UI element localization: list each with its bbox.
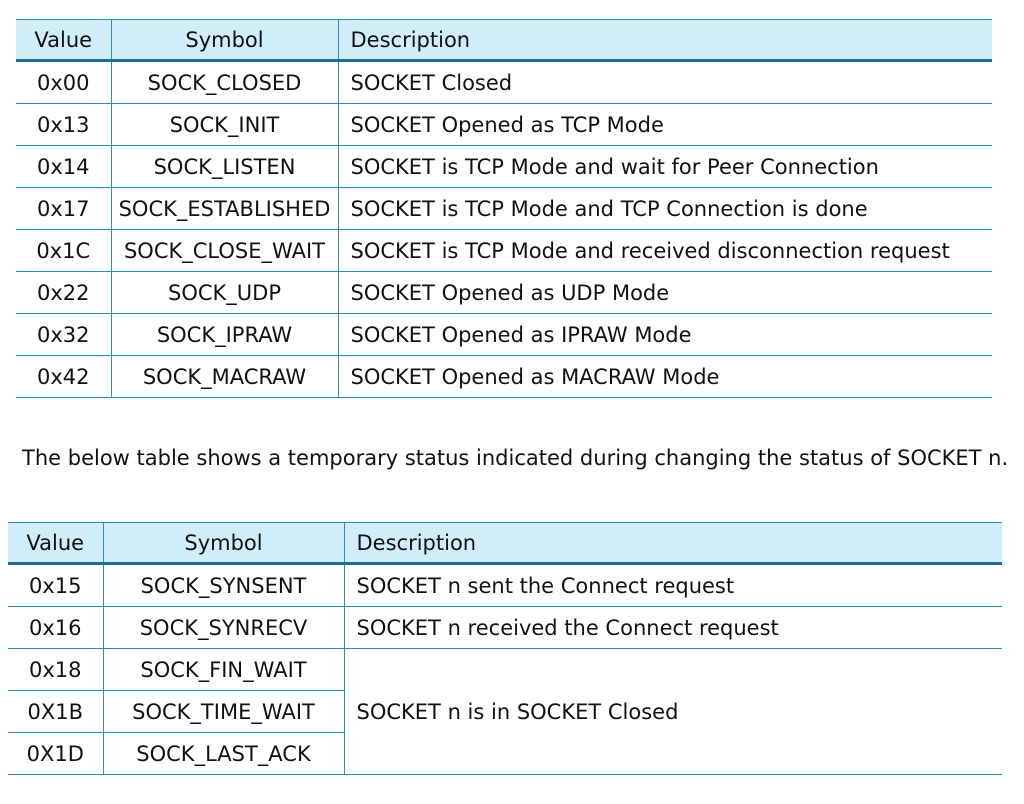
cell-symbol: SOCK_LAST_ACK <box>102 732 344 775</box>
cell-value: 0x15 <box>8 563 103 607</box>
cell-value: 0x16 <box>8 606 103 649</box>
cell-description: SOCKET is TCP Mode and wait for Peer Con… <box>337 145 992 188</box>
cell-symbol: SOCK_CLOSE_WAIT <box>110 229 338 272</box>
table-caption: The below table shows a temporary status… <box>22 446 1009 470</box>
header-value: Value <box>16 19 111 62</box>
cell-symbol: SOCK_LISTEN <box>110 145 338 188</box>
cell-symbol: SOCK_IPRAW <box>110 313 338 356</box>
table-header-row: Value Symbol Description <box>16 19 992 62</box>
table-row: 0x22 SOCK_UDP SOCKET Opened as UDP Mode <box>16 271 992 314</box>
socket-status-table: Value Symbol Description 0x00 SOCK_CLOSE… <box>16 19 992 398</box>
cell-symbol: SOCK_MACRAW <box>110 355 338 398</box>
cell-description: SOCKET n sent the Connect request <box>343 563 1002 607</box>
header-symbol: Symbol <box>102 522 344 565</box>
cell-symbol: SOCK_FIN_WAIT <box>102 648 344 691</box>
table-row: 0x17 SOCK_ESTABLISHED SOCKET is TCP Mode… <box>16 187 992 230</box>
cell-value: 0x1C <box>16 229 111 272</box>
table-row: 0X1D SOCK_LAST_ACK <box>8 732 1002 775</box>
table-row: 0x15 SOCK_SYNSENT SOCKET n sent the Conn… <box>8 563 1002 607</box>
table-row: 0x14 SOCK_LISTEN SOCKET is TCP Mode and … <box>16 145 992 188</box>
table-row: 0x32 SOCK_IPRAW SOCKET Opened as IPRAW M… <box>16 313 992 356</box>
table-row: 0x42 SOCK_MACRAW SOCKET Opened as MACRAW… <box>16 355 992 398</box>
table-row: 0X1B SOCK_TIME_WAIT <box>8 690 1002 733</box>
cell-symbol: SOCK_SYNRECV <box>102 606 344 649</box>
table-row: 0x16 SOCK_SYNRECV SOCKET n received the … <box>8 606 1002 649</box>
cell-description: SOCKET is TCP Mode and TCP Connection is… <box>337 187 992 230</box>
cell-description: SOCKET Opened as TCP Mode <box>337 103 992 146</box>
cell-symbol: SOCK_SYNSENT <box>102 563 344 607</box>
cell-description: SOCKET is TCP Mode and received disconne… <box>337 229 992 272</box>
table-row: 0x13 SOCK_INIT SOCKET Opened as TCP Mode <box>16 103 992 146</box>
cell-description: SOCKET n received the Connect request <box>343 606 1002 649</box>
cell-value: 0X1D <box>8 732 103 775</box>
cell-description: SOCKET Opened as IPRAW Mode <box>337 313 992 356</box>
header-symbol: Symbol <box>110 19 338 62</box>
cell-description: SOCKET Opened as MACRAW Mode <box>337 355 992 398</box>
table-header-row: Value Symbol Description <box>8 522 1002 565</box>
cell-value: 0x42 <box>16 355 111 398</box>
table-row: 0x18 SOCK_FIN_WAIT SOCKET n is in SOCKET… <box>8 648 1002 775</box>
cell-value: 0x17 <box>16 187 111 230</box>
table-row: 0x1C SOCK_CLOSE_WAIT SOCKET is TCP Mode … <box>16 229 992 272</box>
cell-symbol: SOCK_CLOSED <box>110 60 338 104</box>
header-description: Description <box>343 522 1002 565</box>
cell-symbol: SOCK_INIT <box>110 103 338 146</box>
cell-value: 0X1B <box>8 690 103 733</box>
cell-value: 0x18 <box>8 648 103 691</box>
header-value: Value <box>8 522 103 565</box>
cell-symbol: SOCK_TIME_WAIT <box>102 690 344 733</box>
cell-value: 0x32 <box>16 313 111 356</box>
cell-value: 0x00 <box>16 60 111 104</box>
cell-description: SOCKET Closed <box>337 60 992 104</box>
cell-description: SOCKET Opened as UDP Mode <box>337 271 992 314</box>
cell-value: 0x14 <box>16 145 111 188</box>
cell-value: 0x22 <box>16 271 111 314</box>
cell-symbol: SOCK_ESTABLISHED <box>110 187 338 230</box>
table-row: 0x00 SOCK_CLOSED SOCKET Closed <box>16 60 992 104</box>
header-description: Description <box>337 19 992 62</box>
temporary-status-table: Value Symbol Description 0x15 SOCK_SYNSE… <box>8 522 1002 775</box>
cell-value: 0x13 <box>16 103 111 146</box>
cell-description-merged: SOCKET n is in SOCKET Closed <box>343 648 1002 775</box>
cell-symbol: SOCK_UDP <box>110 271 338 314</box>
